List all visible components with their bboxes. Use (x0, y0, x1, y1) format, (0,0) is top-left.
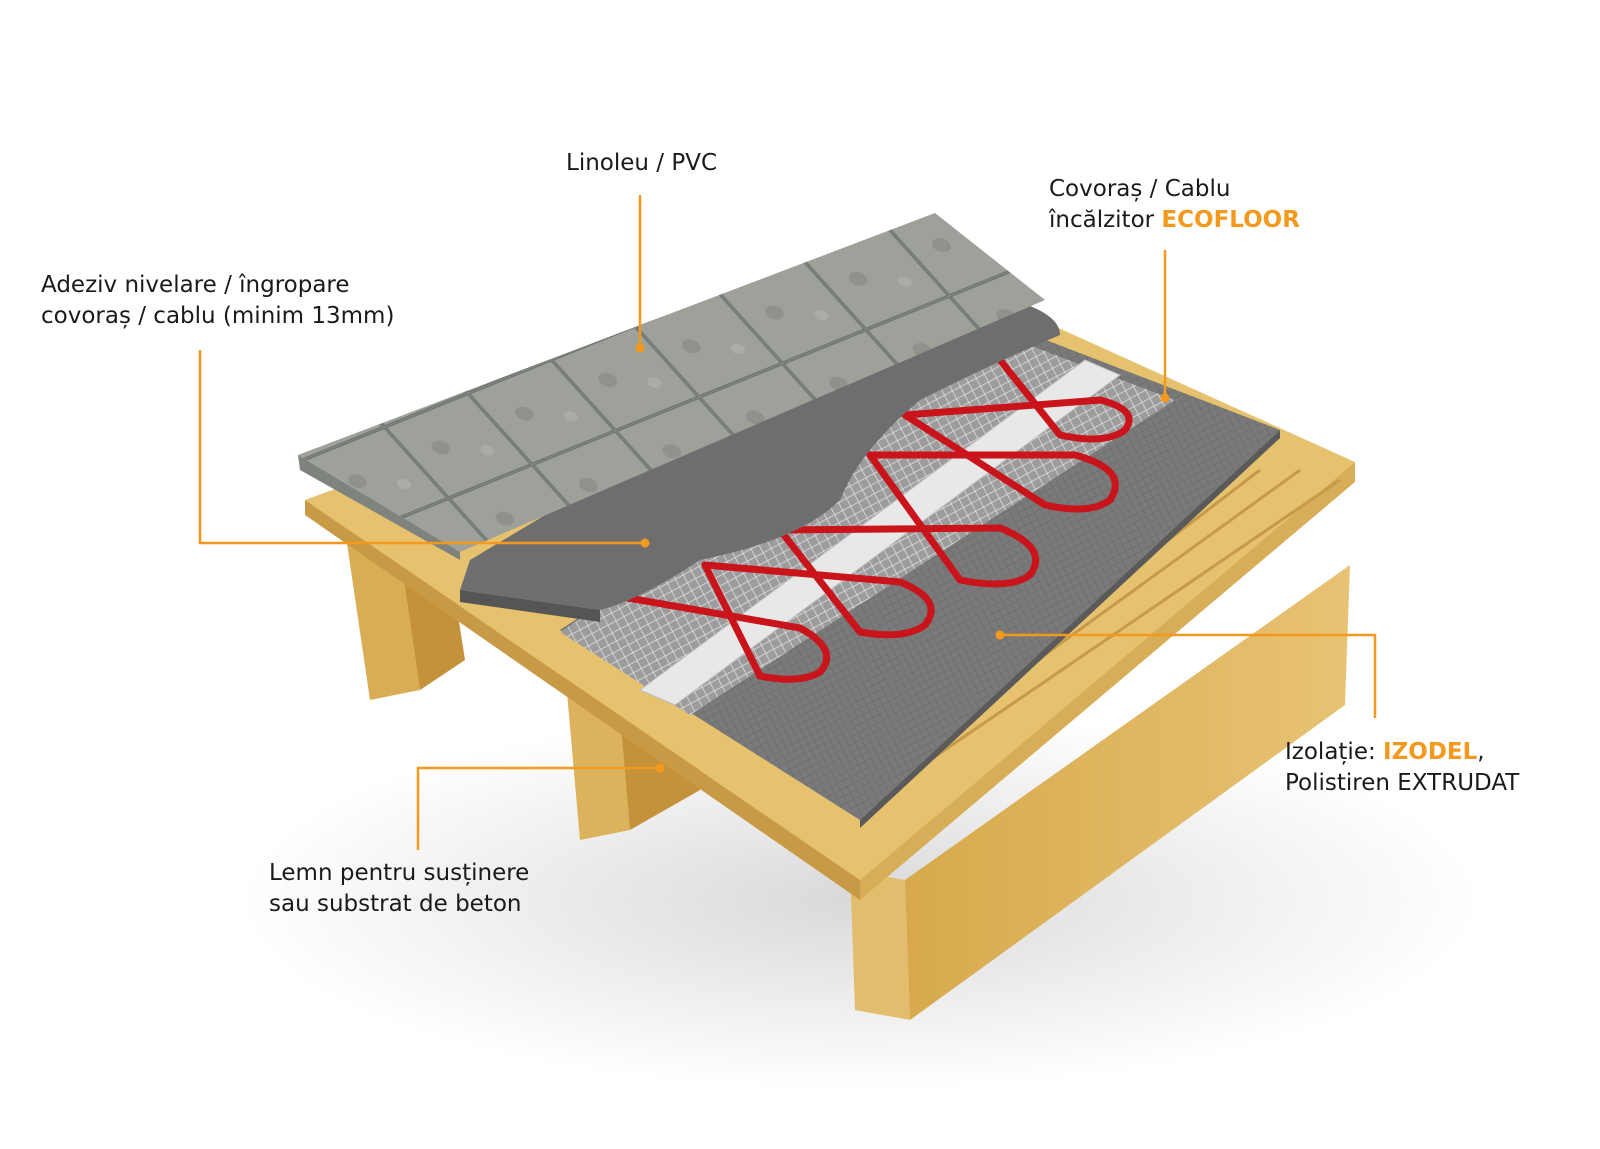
heating-cable (624, 356, 1133, 683)
label-wood-line1: Lemn pentru susținere (269, 860, 530, 886)
callout-dot-adhesive (640, 538, 650, 548)
callout-dot-linoleum (635, 343, 645, 353)
label-wood: Lemn pentru susținere sau substrat de be… (269, 858, 529, 920)
adhesive-layer (460, 285, 1060, 622)
label-insulation-suffix: , (1477, 739, 1485, 765)
label-adhesive: Adeziv nivelare / îngropare covoraș / ca… (41, 270, 394, 332)
label-linoleum-text: Linoleu / PVC (566, 150, 718, 176)
label-insulation: Izolație: IZODEL, Polistiren EXTRUDAT (1285, 737, 1519, 799)
callout-dot-wood (655, 763, 665, 773)
joist-right (850, 870, 910, 1020)
callout-line-wood (416, 766, 660, 850)
label-heating-line1: Covoraș / Cablu (1049, 176, 1231, 202)
brand-izodel: IZODEL (1383, 739, 1478, 765)
callout-lines (198, 195, 1377, 850)
label-adhesive-line1: Adeziv nivelare / îngropare (41, 272, 350, 298)
callout-line-insulation (1000, 633, 1377, 718)
label-insulation-prefix: Izolație: (1285, 739, 1384, 765)
label-heating-line2: încălzitor (1049, 207, 1162, 233)
label-heating: Covoraș / Cablu încălzitor ECOFLOOR (1049, 174, 1300, 236)
callout-dot-insulation (995, 630, 1005, 640)
label-adhesive-line2: covoraș / cablu (minim 13mm) (41, 303, 395, 329)
linoleum-tiles (298, 213, 1045, 560)
label-wood-line2: sau substrat de beton (269, 891, 522, 917)
insulation-layer (560, 330, 1280, 828)
callout-line-adhesive (198, 350, 645, 545)
heating-mat (560, 338, 1175, 715)
label-linoleum: Linoleu / PVC (566, 148, 717, 179)
label-insulation-line2: Polistiren EXTRUDAT (1285, 770, 1520, 796)
callout-dot-heating (1160, 393, 1170, 403)
brand-ecofloor: ECOFLOOR (1161, 207, 1300, 233)
